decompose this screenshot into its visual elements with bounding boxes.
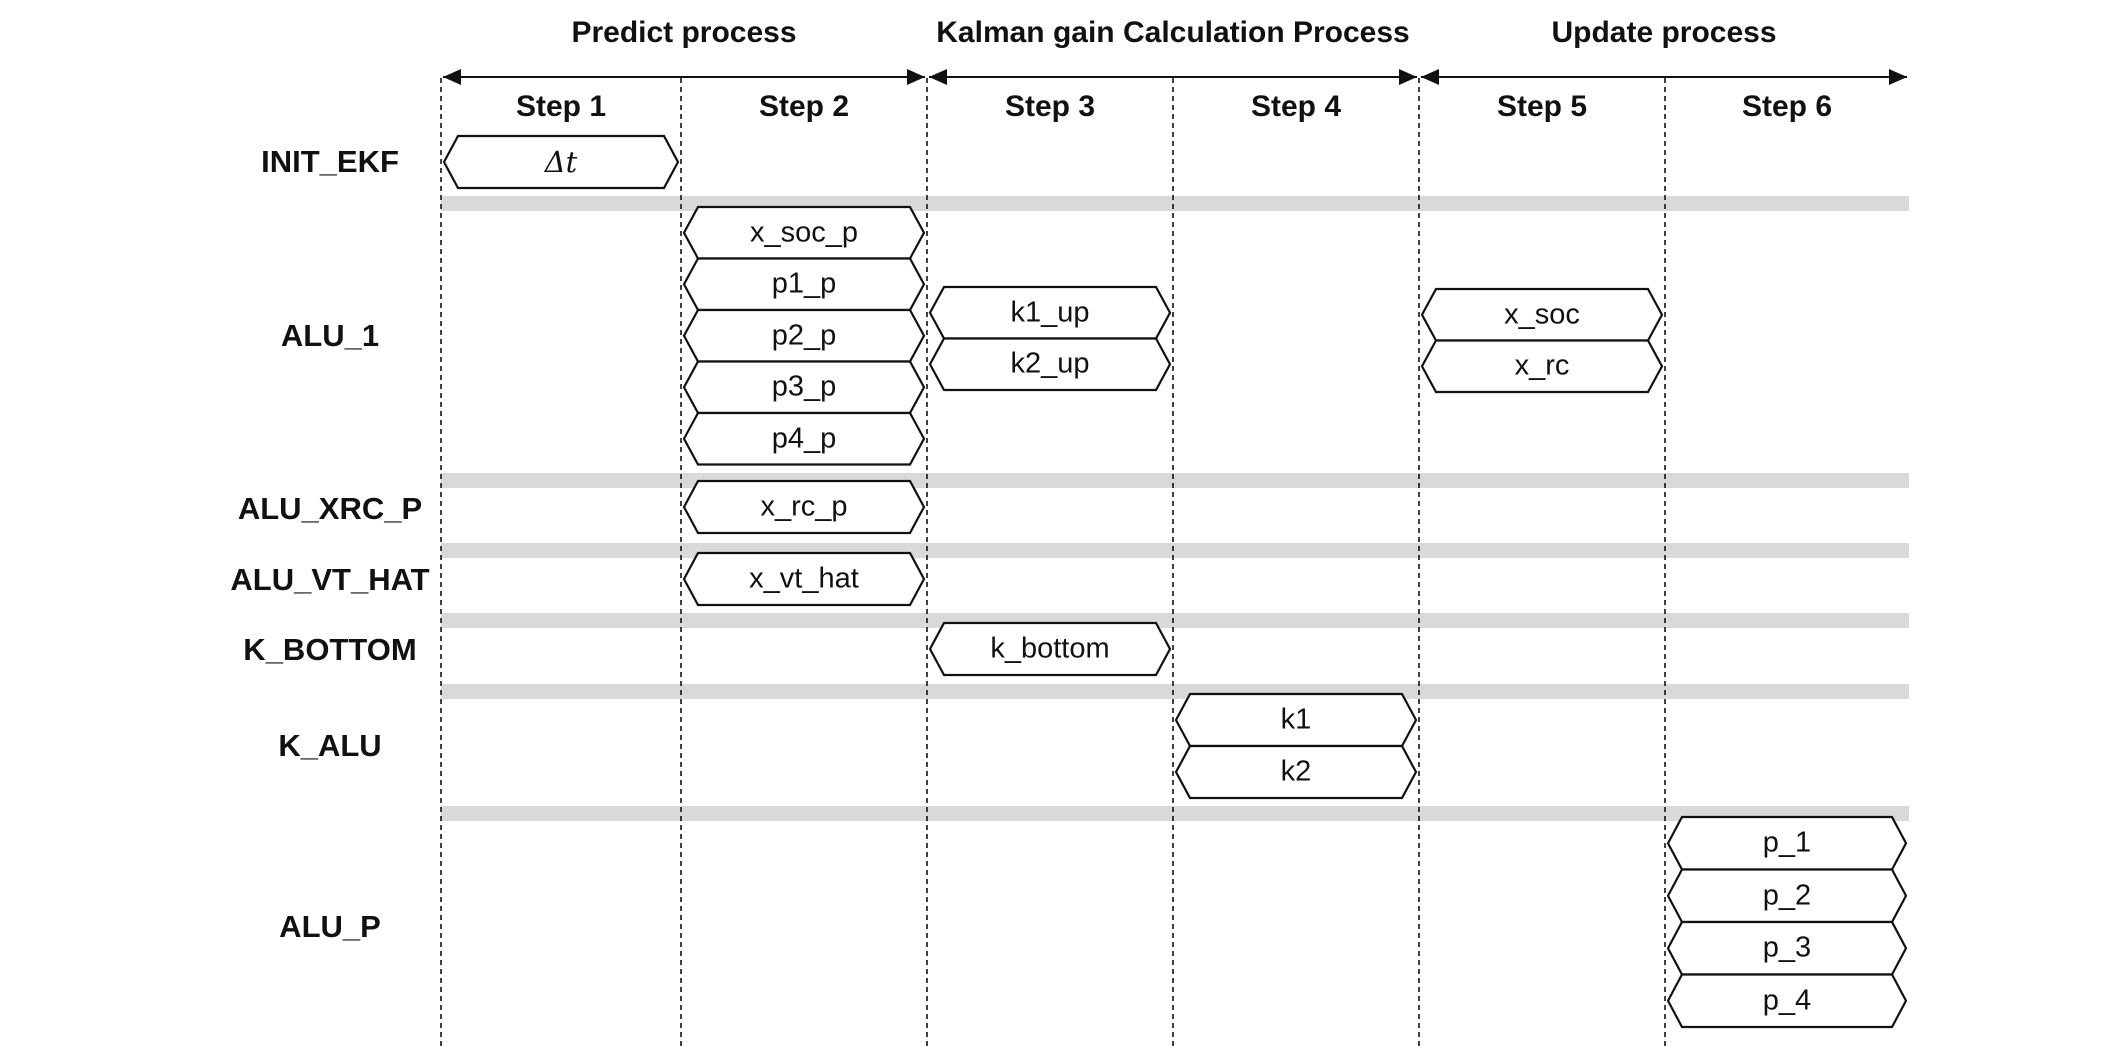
row-separator <box>441 613 1909 628</box>
row-separator <box>441 684 1909 699</box>
signal-box <box>682 479 926 535</box>
signal-box <box>442 134 680 190</box>
signal-box <box>1420 287 1664 342</box>
signal-box <box>1666 973 1908 1029</box>
signal-box <box>682 360 926 415</box>
signal-box <box>1666 920 1908 976</box>
signal-box <box>682 308 926 363</box>
row-separator <box>441 543 1909 558</box>
signal-box <box>682 551 926 607</box>
signal-box <box>928 337 1172 392</box>
signal-box <box>1174 692 1418 748</box>
signal-box <box>682 205 926 260</box>
row-separator <box>441 196 1909 211</box>
signal-box <box>1420 339 1664 394</box>
row-separator <box>441 806 1909 821</box>
signal-box <box>928 621 1172 677</box>
signal-box <box>682 257 926 312</box>
signal-box <box>1666 868 1908 924</box>
signal-box <box>928 285 1172 340</box>
signal-box <box>1666 815 1908 871</box>
row-separator <box>441 473 1909 488</box>
signal-box <box>682 411 926 466</box>
signal-box <box>1174 744 1418 800</box>
